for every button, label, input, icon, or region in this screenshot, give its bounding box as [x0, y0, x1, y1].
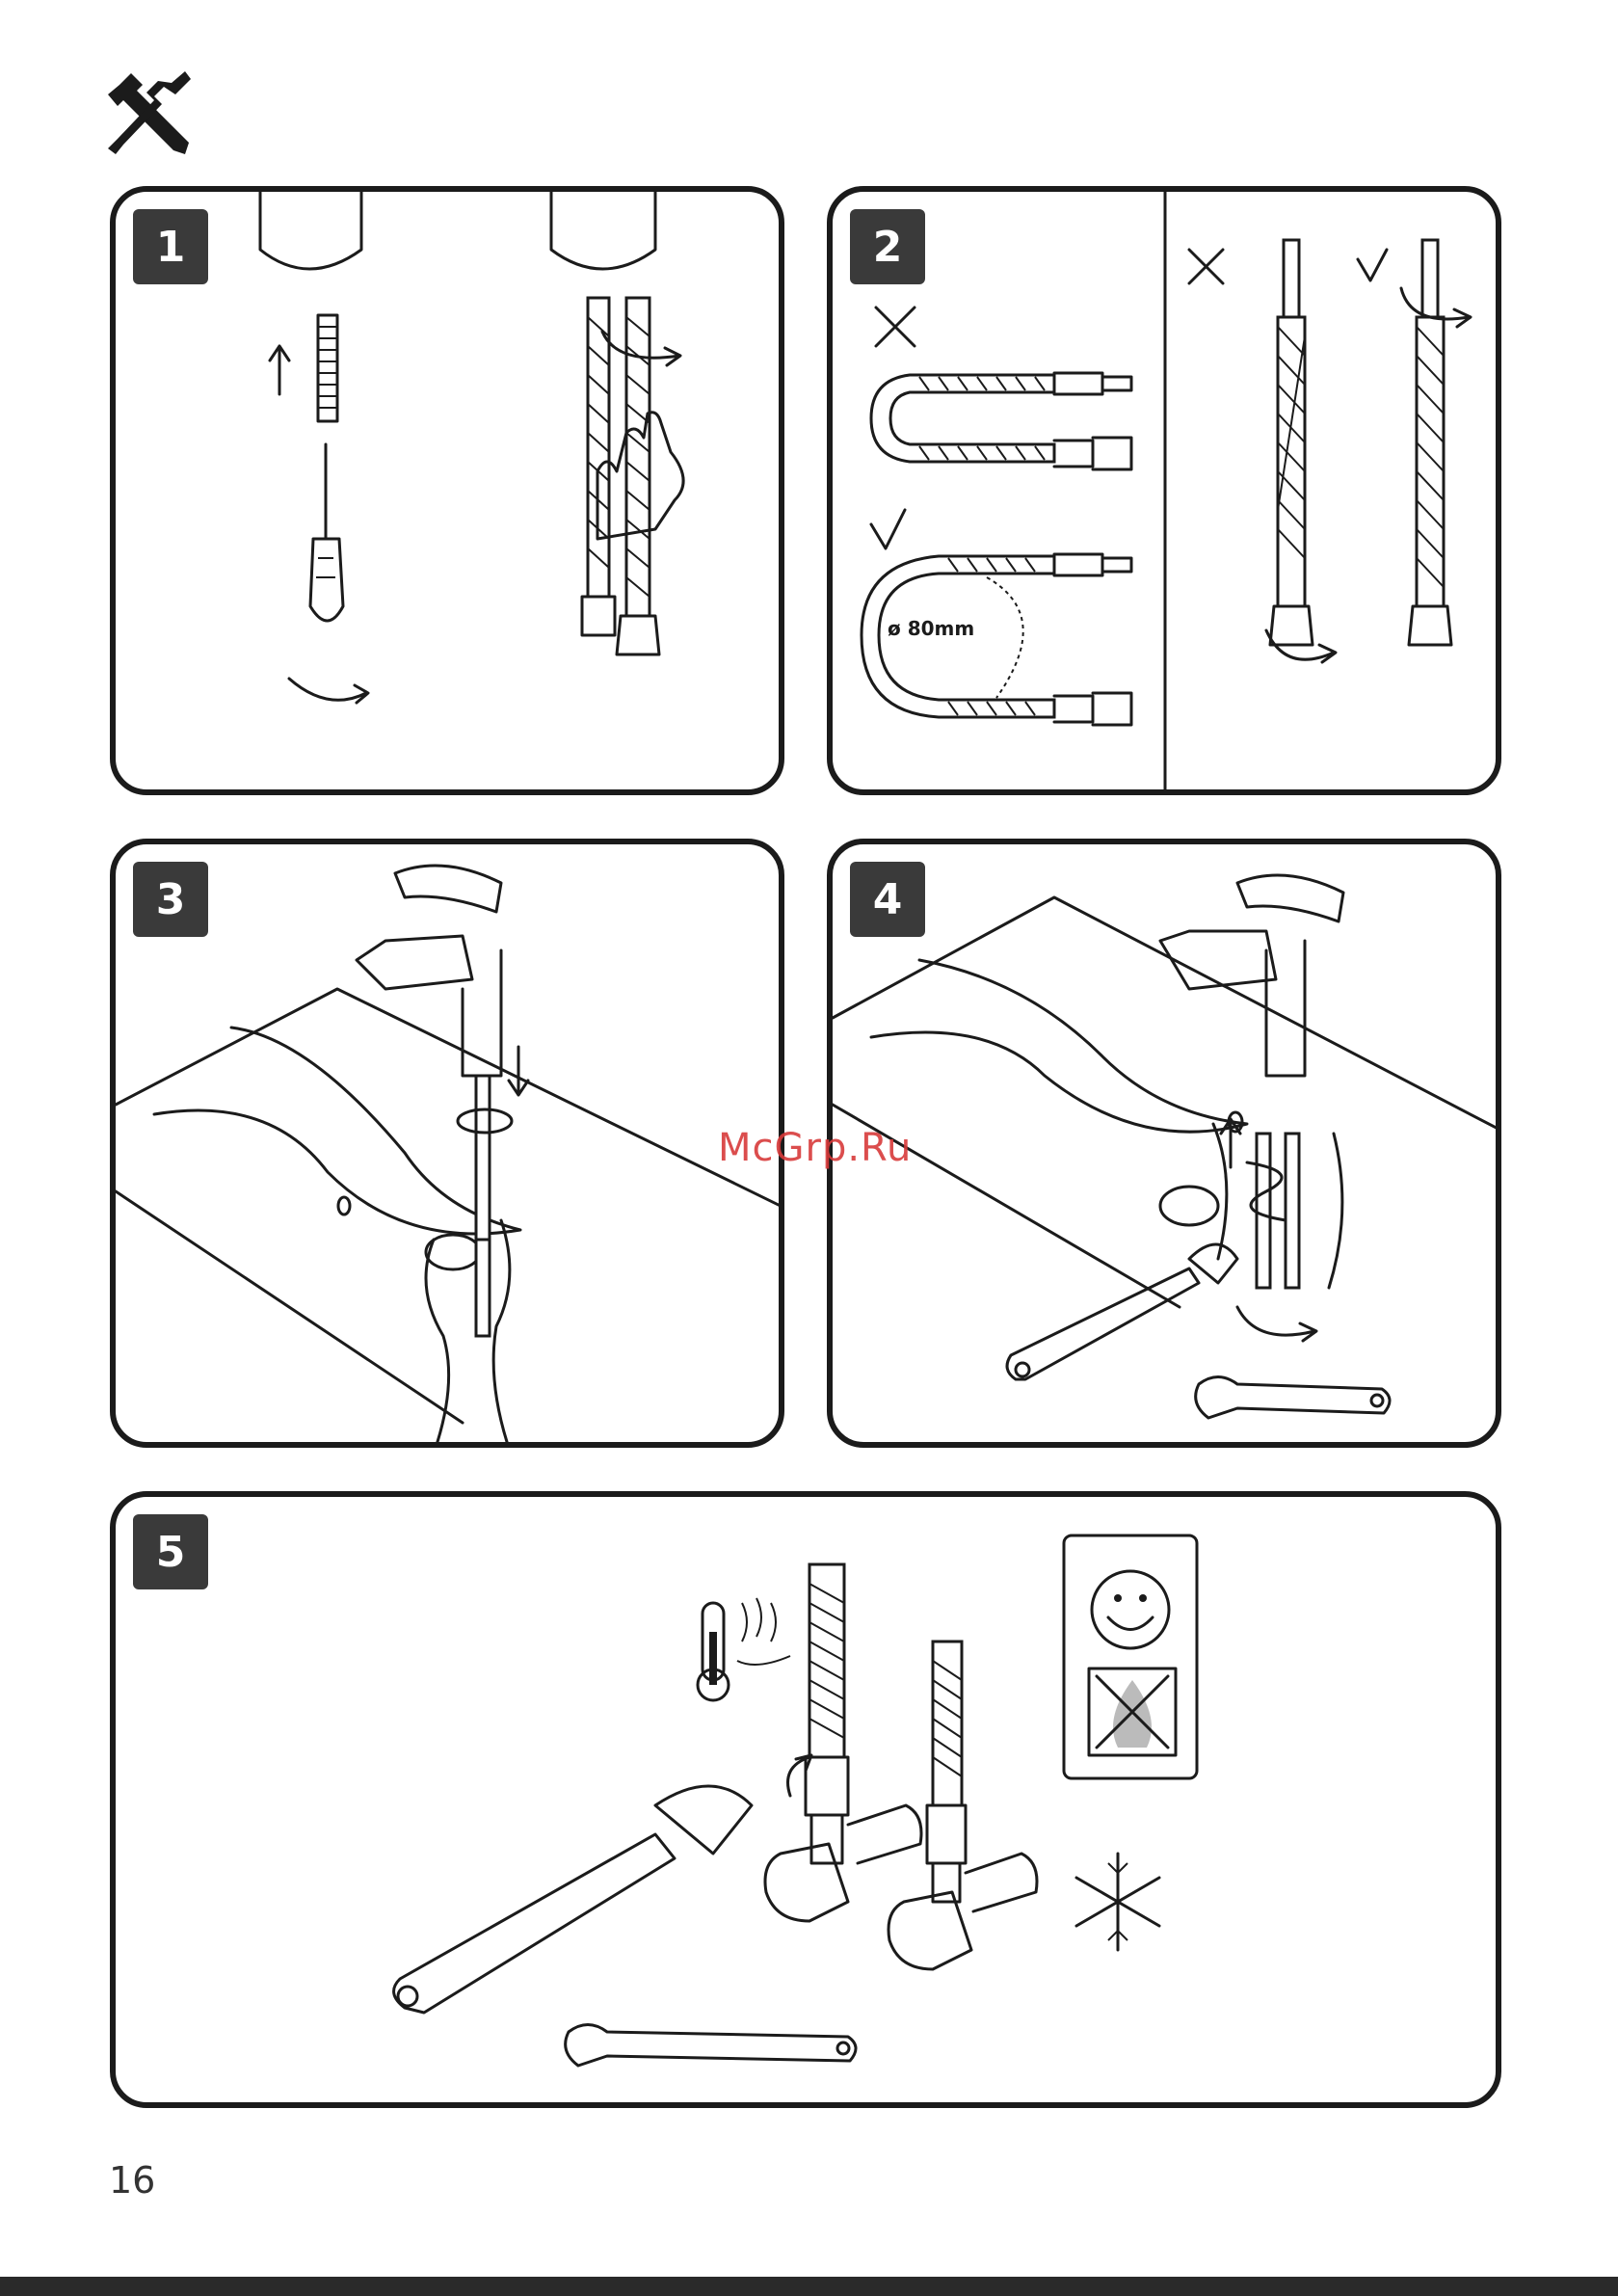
smiley-icon — [1092, 1571, 1169, 1648]
tools-icon — [104, 66, 200, 162]
step-4-illustration — [833, 844, 1501, 1448]
wrench-icon — [394, 1786, 856, 2066]
bend-diameter-label: ø 80mm — [886, 617, 976, 640]
step-3-illustration — [116, 844, 784, 1448]
step-3-panel: 3 — [110, 839, 784, 1448]
faucet-icon — [357, 866, 501, 1076]
step-2-panel: 2 ø 80mm — [827, 186, 1501, 795]
valve-icon — [765, 1757, 1037, 1969]
wrench-icon — [1007, 1244, 1390, 1418]
threaded-rod-icon — [318, 315, 337, 421]
step-5-panel: 5 — [110, 1491, 1501, 2108]
step-2-illustration — [833, 192, 1501, 795]
step-5-illustration — [116, 1497, 1501, 2108]
step-1-illustration — [116, 192, 784, 795]
down-arrow-icon — [509, 1047, 528, 1095]
faucet-icon — [1160, 875, 1343, 1076]
page-number: 16 — [109, 2159, 155, 2202]
bottom-bar — [0, 2277, 1618, 2296]
rotate-arrow-icon — [289, 679, 368, 703]
thermometer-icon — [698, 1598, 790, 1700]
snowflake-icon — [1076, 1854, 1159, 1950]
step-1-panel: 1 — [110, 186, 784, 795]
screwdriver-icon — [310, 444, 343, 621]
watermark: McGrp.Ru — [718, 1126, 912, 1170]
no-flame-icon — [1089, 1669, 1176, 1755]
cross-icon — [876, 307, 915, 346]
check-icon — [871, 510, 905, 548]
basin-icon — [116, 989, 784, 1423]
step-4-panel: 4 — [827, 839, 1501, 1448]
